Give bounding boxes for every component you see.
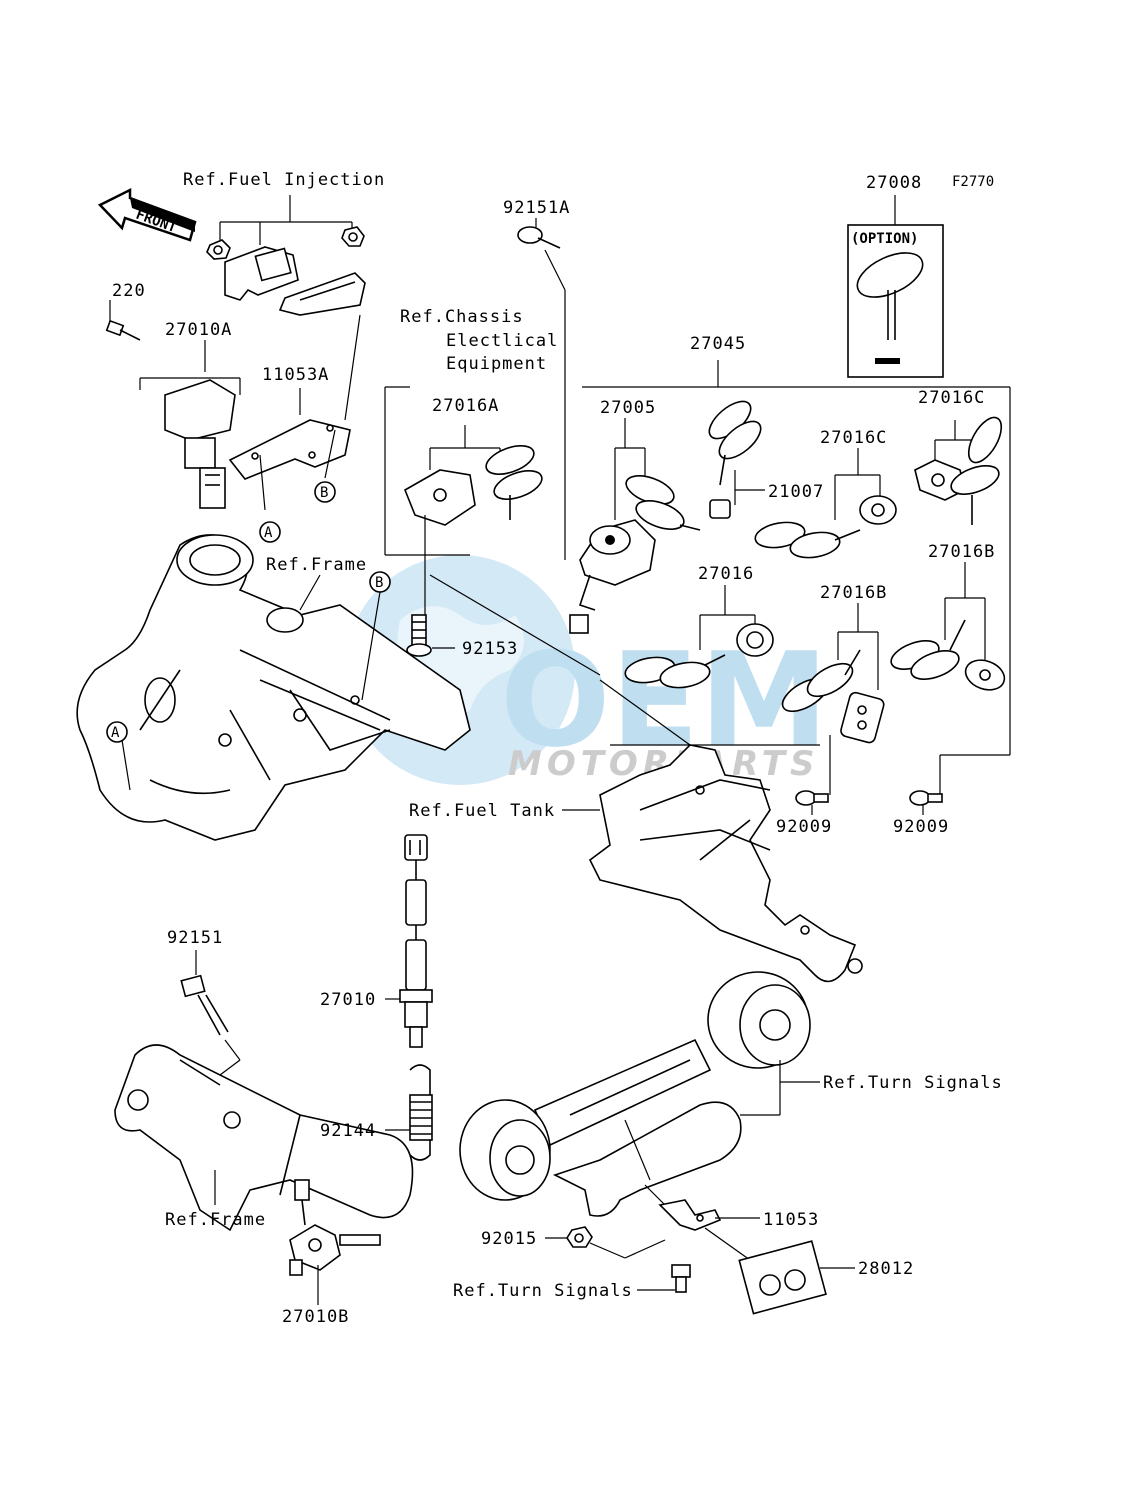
nut-92015 xyxy=(545,1226,666,1259)
bracket-11053 xyxy=(658,1199,760,1261)
label-ref-turn-signals-bottom: Ref.Turn Signals xyxy=(453,1281,633,1301)
fuel-injection-brackets xyxy=(206,195,366,316)
turn-signal-bolt xyxy=(637,1264,691,1293)
label-92015: 92015 xyxy=(481,1229,537,1249)
screw-92009-b xyxy=(909,755,943,815)
label-27016A: 27016A xyxy=(432,396,499,416)
switch-27010 xyxy=(385,834,433,1048)
frame-bottom-left xyxy=(114,1044,414,1232)
label-ref-chassis-3: Equipment xyxy=(446,354,547,374)
key-blank-21007 xyxy=(708,400,765,519)
svg-text:B: B xyxy=(375,575,383,591)
label-ref-chassis-2: Electlical xyxy=(446,331,558,351)
lock-27016C-right xyxy=(914,416,1003,525)
lock-27016 xyxy=(624,585,774,689)
spring-92144 xyxy=(385,1064,433,1161)
label-27010: 27010 xyxy=(320,990,376,1010)
watermark-logo: OEM xyxy=(500,624,829,776)
bracket-11053A xyxy=(228,314,361,511)
frame-left xyxy=(76,534,471,841)
label-27016C-middle: 27016C xyxy=(820,428,887,448)
label-92151: 92151 xyxy=(167,928,223,948)
label-92009-b: 92009 xyxy=(893,817,949,837)
marker-b-mid: B xyxy=(361,571,391,701)
label-92151A: 92151A xyxy=(503,198,570,218)
label-ref-fuel-injection: Ref.Fuel Injection xyxy=(183,170,385,190)
sensor-unit-27010A xyxy=(139,340,241,509)
ignition-switch-27005 xyxy=(569,418,701,634)
label-27016: 27016 xyxy=(698,564,754,584)
labels: Ref.Fuel Injection 220 27010A 11053A Ref… xyxy=(112,170,1003,1327)
svg-text:A: A xyxy=(111,725,120,741)
lock-27016A xyxy=(403,425,543,615)
label-27010A: 27010A xyxy=(165,320,232,340)
svg-text:A: A xyxy=(264,525,273,541)
label-27010B: 27010B xyxy=(282,1307,349,1327)
marker-a-mid: A xyxy=(106,721,131,791)
label-27016B-middle: 27016B xyxy=(820,583,887,603)
lock-27016C-middle xyxy=(754,448,897,559)
label-ref-frame-top: Ref.Frame xyxy=(266,555,367,575)
marker-b-top: B xyxy=(314,481,336,503)
label-11053: 11053 xyxy=(763,1210,819,1230)
marker-a-top: A xyxy=(259,521,281,543)
label-11053A: 11053A xyxy=(262,365,329,385)
key-set-frame xyxy=(384,360,1011,756)
label-220: 220 xyxy=(112,281,146,301)
lock-27016B-right xyxy=(890,562,1006,691)
label-21007: 21007 xyxy=(768,482,824,502)
label-ref-frame-bottom: Ref.Frame xyxy=(165,1210,266,1230)
turn-signals-assembly xyxy=(459,971,820,1217)
svg-text:B: B xyxy=(320,485,328,501)
label-27045: 27045 xyxy=(690,334,746,354)
screw-92009-a xyxy=(795,735,831,815)
label-ref-turn-signals-top: Ref.Turn Signals xyxy=(823,1073,1003,1093)
screw-92153 xyxy=(406,614,455,657)
label-ref-fuel-tank: Ref.Fuel Tank xyxy=(409,801,555,821)
bolt-220 xyxy=(105,300,141,341)
label-27005: 27005 xyxy=(600,398,656,418)
fuel-tank-bracket xyxy=(562,744,863,983)
front-arrow: FRONT xyxy=(97,187,197,242)
figure-code: F2770 xyxy=(952,174,994,190)
lock-27016B-middle xyxy=(781,603,885,744)
label-92144: 92144 xyxy=(320,1121,376,1141)
label-27016C-right: 27016C xyxy=(918,388,985,408)
reflector-28012 xyxy=(738,1240,855,1315)
option-key-card-27008 xyxy=(847,195,944,378)
label-92153: 92153 xyxy=(462,639,518,659)
label-option: (OPTION) xyxy=(851,231,918,247)
label-27008: 27008 xyxy=(866,173,922,193)
screw-92151A xyxy=(517,218,566,560)
label-27016B-right: 27016B xyxy=(928,542,995,562)
label-ref-chassis-1: Ref.Chassis xyxy=(400,307,524,327)
label-92009-a: 92009 xyxy=(776,817,832,837)
switch-27010B xyxy=(289,1179,381,1305)
label-28012: 28012 xyxy=(858,1259,914,1279)
